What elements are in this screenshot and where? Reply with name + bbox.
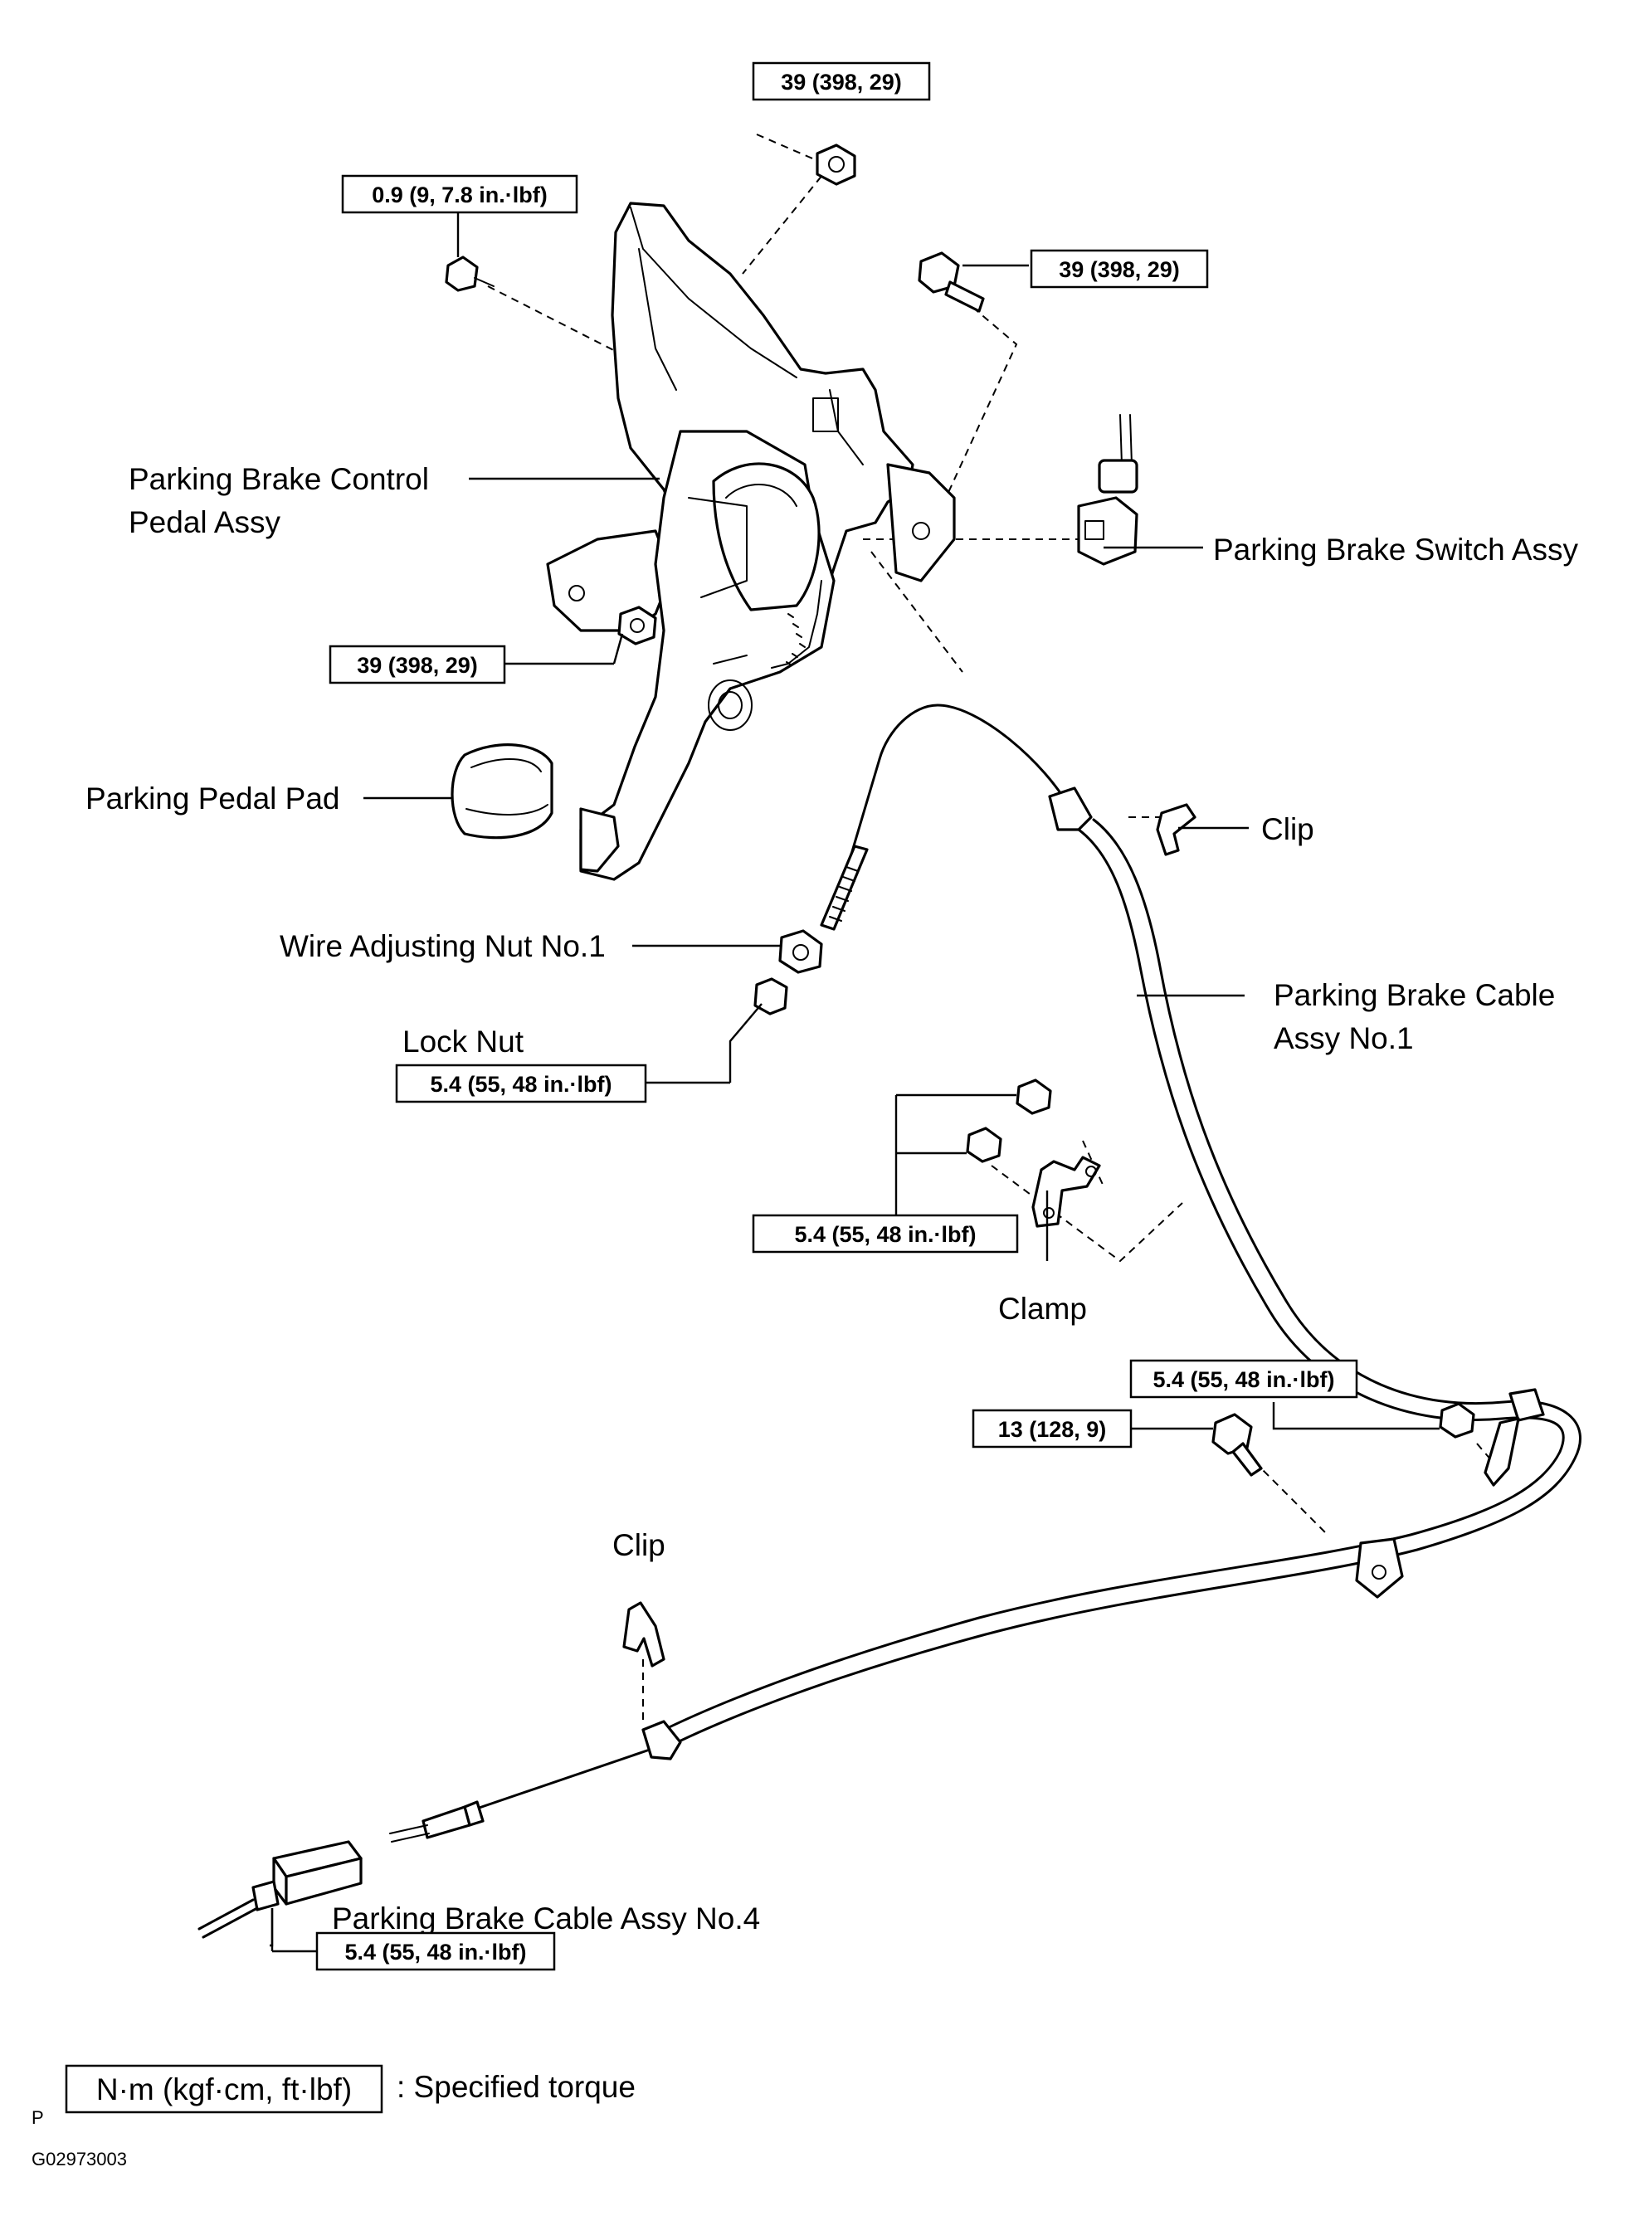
- torque-clamp-nuts: 5.4 (55, 48 in.·lbf): [752, 1214, 1019, 1254]
- torque-upper-right-bolt: 39 (398, 29): [1030, 249, 1209, 289]
- parking-pedal-pad: [451, 743, 553, 840]
- part-labels: Parking Brake Control Pedal Assy Parking…: [85, 462, 1579, 1936]
- label-clip-upper: Clip: [1261, 812, 1314, 846]
- right-nut: [1439, 1402, 1475, 1439]
- lock-nut-part: [753, 977, 788, 1015]
- right-bolt: [1211, 1413, 1263, 1477]
- svg-text:39 (398, 29): 39 (398, 29): [781, 70, 902, 95]
- label-adjusting-nut: Wire Adjusting Nut No.1: [280, 929, 606, 963]
- label-control-pedal-line1: Parking Brake Control: [129, 462, 429, 496]
- label-pedal-pad: Parking Pedal Pad: [85, 782, 339, 816]
- svg-text:5.4 (55, 48 in.·lbf): 5.4 (55, 48 in.·lbf): [1153, 1367, 1334, 1392]
- clip-upper: [1156, 803, 1196, 856]
- label-clip-lower: Clip: [612, 1528, 665, 1562]
- torque-lock-nut: 5.4 (55, 48 in.·lbf): [395, 1064, 730, 1103]
- legend: N·m (kgf·cm, ft·lbf) : Specified torque: [65, 2064, 636, 2114]
- control-pedal-assembly: [546, 202, 956, 881]
- top-nut: [816, 144, 856, 186]
- label-cable1-line1: Parking Brake Cable: [1274, 978, 1555, 1012]
- wire-adjusting-nut: [778, 929, 823, 974]
- label-clamp: Clamp: [998, 1292, 1087, 1326]
- label-cable4: Parking Brake Cable Assy No.4: [332, 1901, 760, 1936]
- svg-text:5.4 (55, 48 in.·lbf): 5.4 (55, 48 in.·lbf): [430, 1072, 612, 1097]
- svg-text:0.9 (9, 7.8 in.·lbf): 0.9 (9, 7.8 in.·lbf): [372, 183, 548, 207]
- torque-left-nut: 39 (398, 29): [329, 633, 624, 684]
- torque-boxes: 39 (398, 29) 0.9 (9, 7.8 in.·lbf) 39 (39…: [270, 61, 1358, 1971]
- upper-right-bolt: [918, 251, 985, 313]
- cable-no4: [197, 1720, 682, 1939]
- svg-text:5.4 (55, 48 in.·lbf): 5.4 (55, 48 in.·lbf): [344, 1940, 526, 1965]
- figure-code: G02973003: [32, 2149, 127, 2169]
- svg-text:13 (128, 9): 13 (128, 9): [998, 1417, 1107, 1442]
- label-control-pedal-line2: Pedal Assy: [129, 505, 281, 539]
- label-lock-nut: Lock Nut: [402, 1025, 524, 1059]
- legend-unit-box: N·m (kgf·cm, ft·lbf): [96, 2072, 352, 2106]
- torque-top-nut: 39 (398, 29): [752, 61, 931, 101]
- label-switch: Parking Brake Switch Assy: [1213, 533, 1579, 567]
- torque-right-nut: 5.4 (55, 48 in.·lbf): [1129, 1359, 1358, 1399]
- cable-no1: [654, 704, 1581, 1751]
- svg-text:39 (398, 29): 39 (398, 29): [357, 653, 478, 678]
- clamp-assembly: [966, 1079, 1101, 1228]
- svg-text:39 (398, 29): 39 (398, 29): [1059, 257, 1180, 282]
- svg-text:5.4 (55, 48 in.·lbf): 5.4 (55, 48 in.·lbf): [794, 1222, 976, 1247]
- upper-left-bolt: [445, 256, 495, 292]
- clip-lower: [622, 1601, 665, 1668]
- parking-brake-switch: [1077, 414, 1138, 566]
- leader-lines: [270, 264, 1440, 1947]
- torque-cable4: 5.4 (55, 48 in.·lbf): [270, 1908, 556, 1971]
- legend-text: : Specified torque: [397, 2070, 636, 2104]
- footer-letter: P: [32, 2107, 44, 2128]
- torque-upper-left-bolt: 0.9 (9, 7.8 in.·lbf): [341, 174, 578, 257]
- label-cable1-line2: Assy No.1: [1274, 1021, 1414, 1055]
- left-nut: [617, 606, 657, 645]
- footer: P G02973003: [32, 2107, 127, 2169]
- torque-right-bolt: 13 (128, 9): [972, 1409, 1133, 1449]
